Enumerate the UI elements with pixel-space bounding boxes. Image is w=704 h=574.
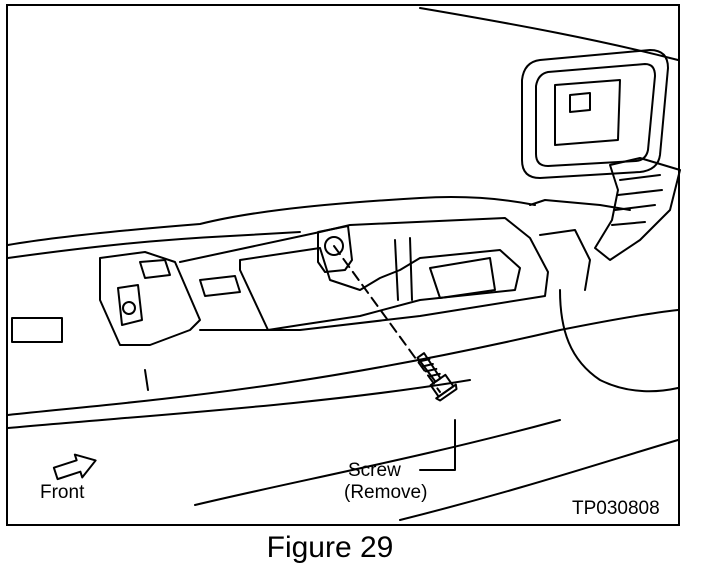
door-handle-slot [569,92,591,113]
screw-leader-line [419,419,456,471]
windshield-edge [419,7,679,61]
door-handle [554,79,621,146]
left-bracket [99,251,201,346]
console-side [539,229,591,291]
dash-trim-line [7,379,471,429]
front-label: Front [40,482,85,503]
screw-boss [317,225,353,273]
dashboard-inner-edge [7,231,301,259]
left-clip-screw [122,301,136,315]
screw-path-dashline [333,245,441,393]
dash-lower-edge [7,309,679,416]
screw-remove-label: (Remove) [344,482,428,503]
dashboard-top-edge [7,196,536,246]
wiring-harness [594,157,681,261]
screw-label: Screw [348,460,401,481]
inner-duct [429,257,496,299]
door-handle-recess-outer [521,49,669,179]
screw-icon [416,352,458,402]
screw-hole [324,236,344,256]
center-small-slot [199,275,241,297]
bracket-slot [139,259,171,279]
wiring-lines [611,174,663,226]
left-clip [117,284,143,326]
illustration-frame [6,4,680,526]
dash-panel-line [194,419,561,506]
front-direction-arrow-icon [52,453,97,481]
dash-bottom-line [399,439,679,521]
center-opening-inner [239,247,521,331]
small-tab-line [144,369,149,391]
console-curve [559,289,679,393]
left-vent [11,317,63,343]
figure-caption: Figure 29 [266,531,394,564]
figure-id: TP030808 [572,498,660,519]
inner-ribs [394,237,413,301]
door-handle-recess-inner [535,63,656,167]
